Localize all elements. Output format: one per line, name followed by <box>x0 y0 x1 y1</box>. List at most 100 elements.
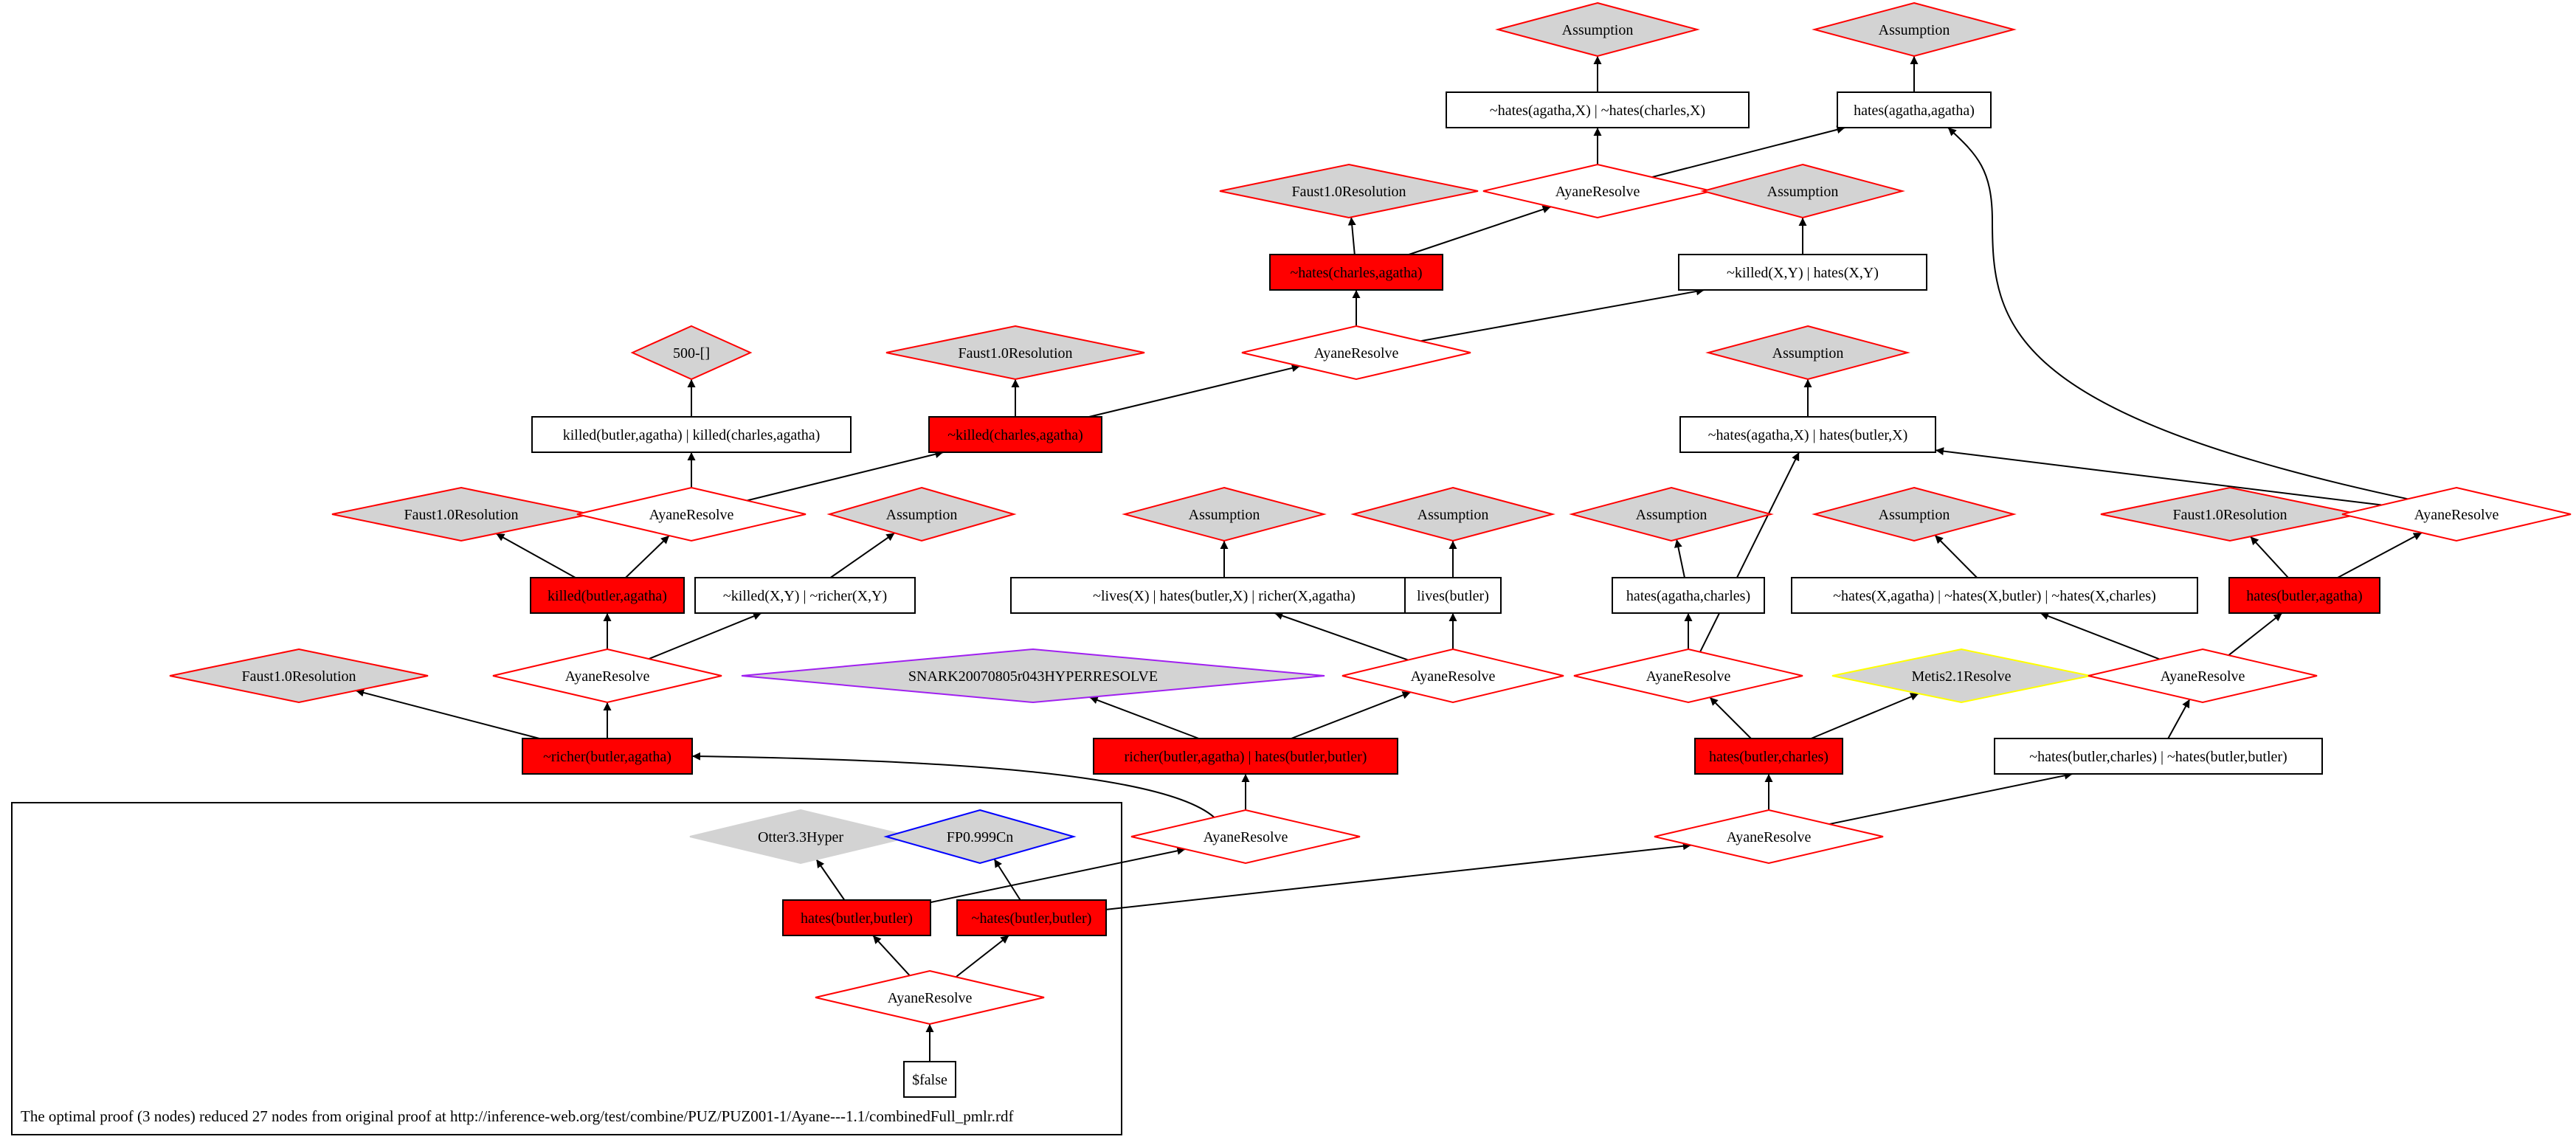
rule-diamond <box>1705 325 1910 381</box>
clause-box <box>531 416 852 453</box>
node-label: Assumption <box>1879 22 1950 38</box>
rule-diamond <box>1700 163 1905 219</box>
rule-node-ar10: AyaneResolve <box>1654 809 1884 865</box>
edge-c9-to-as5 <box>829 532 895 578</box>
edge-ar4-to-c7 <box>1935 447 2382 506</box>
edge-c16-to-snark <box>1089 696 1199 739</box>
clause-box <box>1269 254 1443 291</box>
rule-diamond <box>1495 1 1700 58</box>
clause-node-c19: hates(butler,butler) <box>782 899 931 936</box>
node-label: AyaneResolve <box>2161 668 2245 685</box>
node-label: ~hates(agatha,X) | hates(butler,X) <box>1708 427 1908 443</box>
clause-node-c18: ~hates(butler,charles) | ~hates(butler,b… <box>1994 738 2323 775</box>
node-label: hates(butler,charles) <box>1709 749 1829 765</box>
node-label: richer(butler,agatha) | hates(butler,but… <box>1125 749 1367 765</box>
rule-node-ar8: AyaneResolve <box>2088 648 2318 704</box>
clause-box <box>1010 577 1438 614</box>
node-label: AyaneResolve <box>649 507 734 523</box>
rule-node-fp: FP0.999Cn <box>883 809 1077 865</box>
rule-diamond <box>1812 486 2017 542</box>
rule-diamond <box>885 325 1145 381</box>
node-label: AyaneResolve <box>888 990 973 1006</box>
edge-ar2-to-c4 <box>1420 287 1705 342</box>
node-label: Faust1.0Resolution <box>1291 184 1406 200</box>
node-label: Assumption <box>1418 507 1489 523</box>
rule-node-f1: Faust1.0Resolution <box>1219 163 1479 219</box>
node-label: ~hates(agatha,X) | ~hates(charles,X) <box>1490 103 1705 119</box>
cluster-frame <box>11 802 1122 1135</box>
rule-node-metis: Metis2.1Resolve <box>1831 648 2091 704</box>
clause-box <box>928 416 1102 453</box>
rule-node-ar4: AyaneResolve <box>2341 486 2572 542</box>
node-label: AyaneResolve <box>1204 829 1288 845</box>
node-label: 500-[] <box>673 345 710 362</box>
rule-node-ar9: AyaneResolve <box>1130 809 1361 865</box>
node-label: ~hates(butler,charles) | ~hates(butler,b… <box>2029 749 2287 765</box>
node-label: hates(agatha,charles) <box>1626 588 1750 604</box>
edge-ar5-to-c9 <box>648 612 762 660</box>
node-label: AyaneResolve <box>1646 668 1731 685</box>
rule-diamond <box>689 809 912 865</box>
node-label: AyaneResolve <box>1314 345 1399 362</box>
clause-box <box>1093 738 1398 775</box>
rule-node-f3: Faust1.0Resolution <box>331 486 591 542</box>
node-label: ~hates(X,agatha) | ~hates(X,butler) | ~h… <box>1833 588 2156 604</box>
node-label: AyaneResolve <box>1727 829 1812 845</box>
rule-diamond <box>1350 486 1555 542</box>
clause-box <box>1678 254 1927 291</box>
clause-node-c6: ~killed(charles,agatha) <box>928 416 1102 453</box>
clause-box <box>522 738 693 775</box>
node-label: ~lives(X) | hates(butler,X) | richer(X,a… <box>1093 588 1356 604</box>
edge-ar4-to-c2 <box>1947 127 2408 500</box>
rule-node-as5: Assumption <box>826 486 1017 542</box>
rule-diamond <box>741 648 1325 704</box>
edge-c20-to-fp <box>993 858 1021 901</box>
node-label: Assumption <box>1767 184 1839 200</box>
rule-diamond <box>169 648 429 704</box>
rule-diamond <box>1654 809 1884 865</box>
rule-node-d500: 500-[] <box>630 325 753 381</box>
edge-c15-to-f5 <box>355 688 540 739</box>
edge-c18-to-ar8 <box>2167 699 2191 739</box>
node-label: hates(butler,butler) <box>801 910 913 927</box>
rule-diamond <box>2100 486 2360 542</box>
rule-diamond <box>1569 486 1774 542</box>
clause-node-c7: ~hates(agatha,X) | hates(butler,X) <box>1679 416 1936 453</box>
edge-c16-to-ar6 <box>1291 691 1412 739</box>
clause-node-c20: ~hates(butler,butler) <box>956 899 1107 936</box>
rule-node-as3: Assumption <box>1700 163 1905 219</box>
node-label: Faust1.0Resolution <box>2172 507 2287 523</box>
node-label: hates(agatha,agatha) <box>1854 103 1975 119</box>
edges-layer <box>355 56 2423 1062</box>
edge-c8-to-f3 <box>495 533 576 578</box>
clause-node-c8: killed(butler,agatha) <box>530 577 685 614</box>
edge-c3-to-ar1 <box>1409 205 1552 255</box>
node-label: ~hates(charles,agatha) <box>1290 265 1422 281</box>
caption-text: The optimal proof (3 nodes) reduced 27 n… <box>21 1107 1013 1125</box>
clause-node-c3: ~hates(charles,agatha) <box>1269 254 1443 291</box>
clause-node-c4: ~killed(X,Y) | hates(X,Y) <box>1678 254 1927 291</box>
edge-c3-to-f1 <box>1347 217 1356 255</box>
clause-box <box>1694 738 1843 775</box>
edge-c17-to-ar7 <box>1709 696 1752 739</box>
rule-node-ar2: AyaneResolve <box>1241 325 1471 381</box>
rule-node-f4: Faust1.0Resolution <box>2100 486 2360 542</box>
rule-diamond <box>1130 809 1361 865</box>
rule-diamond <box>1241 325 1471 381</box>
clause-node-c11: lives(butler) <box>1404 577 1502 614</box>
node-label: Faust1.0Resolution <box>404 507 518 523</box>
node-label: SNARK20070805r043HYPERRESOLVE <box>908 668 1158 685</box>
node-label: FP0.999Cn <box>947 829 1014 845</box>
rule-diamond <box>1812 1 2017 58</box>
clause-box <box>1679 416 1936 453</box>
edge-ar11-to-c19 <box>872 935 911 976</box>
node-label: ~richer(butler,agatha) <box>543 749 671 765</box>
clause-node-c1: ~hates(agatha,X) | ~hates(charles,X) <box>1446 91 1750 128</box>
clause-node-c13: ~hates(X,agatha) | ~hates(X,butler) | ~h… <box>1791 577 2198 614</box>
rule-node-f5: Faust1.0Resolution <box>169 648 429 704</box>
rule-diamond <box>331 486 591 542</box>
edge-c6-to-ar2 <box>1088 364 1301 418</box>
node-label: lives(butler) <box>1417 588 1489 604</box>
node-label: hates(butler,agatha) <box>2246 588 2362 604</box>
